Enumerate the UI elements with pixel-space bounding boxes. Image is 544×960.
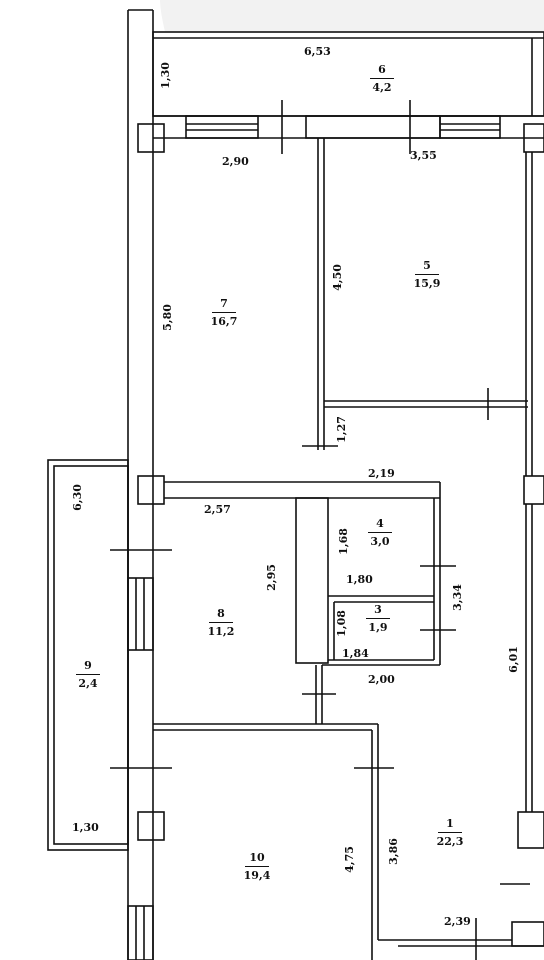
room-5-area: 15,9 [413, 277, 441, 290]
room-9: 9 2,4 [68, 660, 108, 689]
dim-4-50: 4,50 [330, 264, 344, 291]
room-10-area: 19,4 [243, 869, 271, 882]
dim-2-90: 2,90 [222, 155, 249, 168]
dim-6-53: 6,53 [304, 45, 331, 58]
room-1-number: 1 [438, 818, 462, 833]
column-4 [523, 475, 544, 505]
dim-1-08: 1,08 [334, 610, 348, 637]
room-10-number: 10 [245, 852, 269, 867]
window-top-1 [185, 115, 259, 139]
dim-2-39: 2,39 [444, 915, 471, 928]
room-8-area: 11,2 [207, 625, 235, 638]
bottom-block [511, 921, 544, 947]
dim-1-84: 1,84 [342, 647, 369, 660]
background-shade [160, 0, 544, 32]
balcony-6 [152, 31, 544, 117]
balcony-9-inner [53, 465, 129, 845]
room-6: 6 4,2 [362, 64, 402, 93]
room-4: 4 3,0 [360, 518, 400, 547]
dim-2-00: 2,00 [368, 673, 395, 686]
room-1-area: 22,3 [436, 835, 464, 848]
right-block [517, 811, 544, 849]
dim-3-55: 3,55 [410, 149, 437, 162]
dim-2-19: 2,19 [368, 467, 395, 480]
room-3: 3 1,9 [358, 604, 398, 633]
dim-6-01: 6,01 [506, 646, 520, 673]
window-left-1 [127, 577, 154, 651]
room-3-number: 3 [366, 604, 390, 619]
column-3 [137, 475, 165, 505]
dim-1-80: 1,80 [346, 573, 373, 586]
dim-1-30-top: 1,30 [158, 62, 172, 89]
dim-4-75: 4,75 [342, 846, 356, 873]
wardrobe [295, 497, 329, 664]
dim-1-68: 1,68 [336, 528, 350, 555]
column-5 [137, 811, 165, 841]
dim-6-30: 6,30 [70, 484, 84, 511]
room-8: 8 11,2 [201, 608, 241, 637]
dim-2-57: 2,57 [204, 503, 231, 516]
column-1 [137, 123, 165, 153]
window-left-2 [127, 905, 154, 960]
room-4-area: 3,0 [370, 535, 390, 548]
dim-3-34: 3,34 [450, 584, 464, 611]
room-4-number: 4 [368, 518, 392, 533]
room-1: 1 22,3 [430, 818, 470, 847]
balcony-9 [47, 459, 129, 851]
room-8-number: 8 [209, 608, 233, 623]
dim-3-86: 3,86 [386, 838, 400, 865]
window-top-2 [439, 115, 501, 139]
dim-1-30-bottom: 1,30 [72, 821, 99, 834]
room-9-area: 2,4 [78, 677, 98, 690]
room-7-number: 7 [212, 298, 236, 313]
room-7-area: 16,7 [210, 315, 238, 328]
room-9-number: 9 [76, 660, 100, 675]
dim-2-95: 2,95 [264, 564, 278, 591]
dim-1-27: 1,27 [334, 416, 348, 443]
room-5-number: 5 [415, 260, 439, 275]
column-2 [523, 123, 544, 153]
room-6-area: 4,2 [372, 81, 392, 94]
room-3-area: 1,9 [368, 621, 388, 634]
room-6-number: 6 [370, 64, 394, 79]
dim-5-80: 5,80 [160, 304, 174, 331]
room-7: 7 16,7 [204, 298, 244, 327]
door-top [305, 115, 441, 139]
room-5: 5 15,9 [407, 260, 447, 289]
room-10: 10 19,4 [237, 852, 277, 881]
